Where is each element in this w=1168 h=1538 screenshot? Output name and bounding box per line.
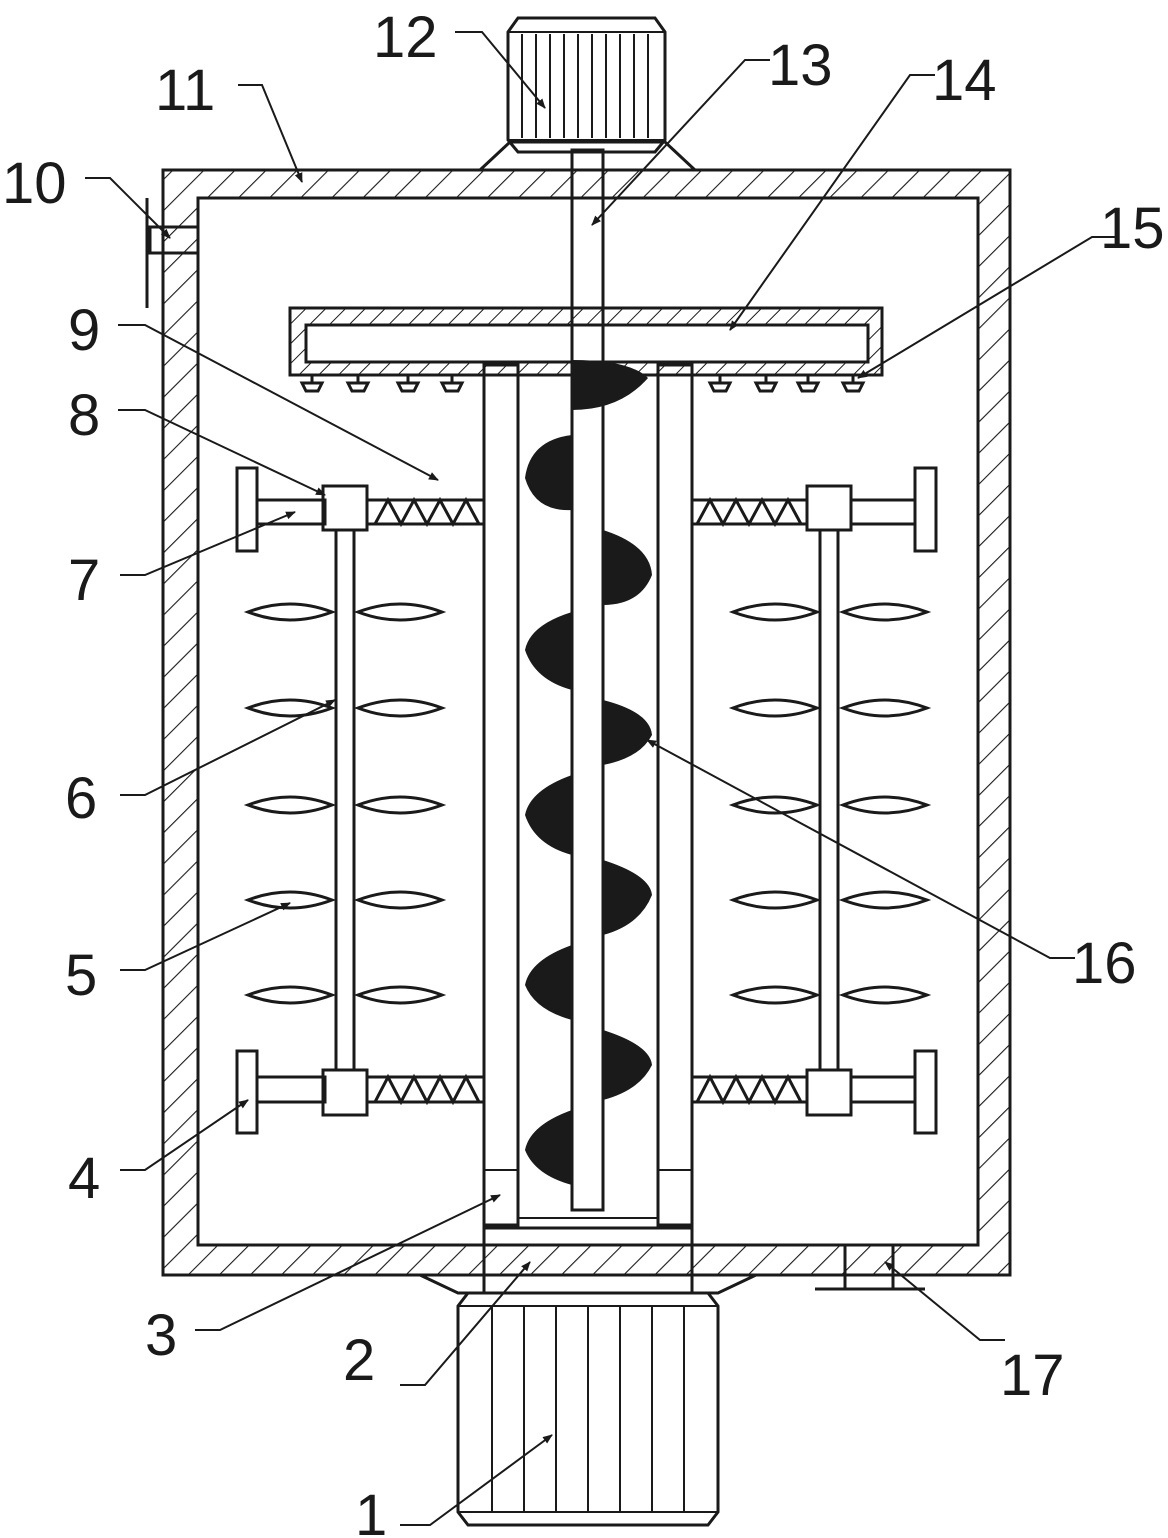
label-12: 12 (373, 5, 438, 70)
label-5: 5 (65, 943, 97, 1008)
label-7: 7 (68, 548, 100, 613)
top-motor (506, 16, 667, 154)
housing (161, 168, 1012, 1277)
label-1: 1 (355, 1483, 387, 1538)
leader-lines (85, 31, 1118, 1526)
bottom-motor-mount (419, 1273, 757, 1295)
label-14: 14 (932, 48, 997, 113)
screw-conveyor (525, 360, 652, 1185)
label-4: 4 (68, 1146, 100, 1211)
central-shaft (570, 148, 605, 1212)
label-11: 11 (155, 58, 215, 123)
label-8: 8 (68, 383, 100, 448)
label-13: 13 (768, 33, 833, 98)
label-2: 2 (343, 1328, 375, 1393)
label-15: 15 (1100, 196, 1165, 261)
label-6: 6 (65, 766, 97, 831)
right-stirrer (690, 466, 938, 1135)
label-3: 3 (145, 1303, 177, 1368)
bottom-motor (456, 1291, 720, 1527)
left-stirrer (235, 466, 486, 1135)
label-17: 17 (1000, 1343, 1065, 1408)
label-9: 9 (68, 298, 100, 363)
central-tube (482, 363, 694, 1229)
label-16: 16 (1072, 931, 1137, 996)
label-10: 10 (2, 151, 67, 216)
part-labels: 1 2 3 4 5 6 7 8 9 10 11 12 13 14 15 16 1… (2, 5, 1165, 1538)
spray-nozzles (299, 375, 866, 393)
